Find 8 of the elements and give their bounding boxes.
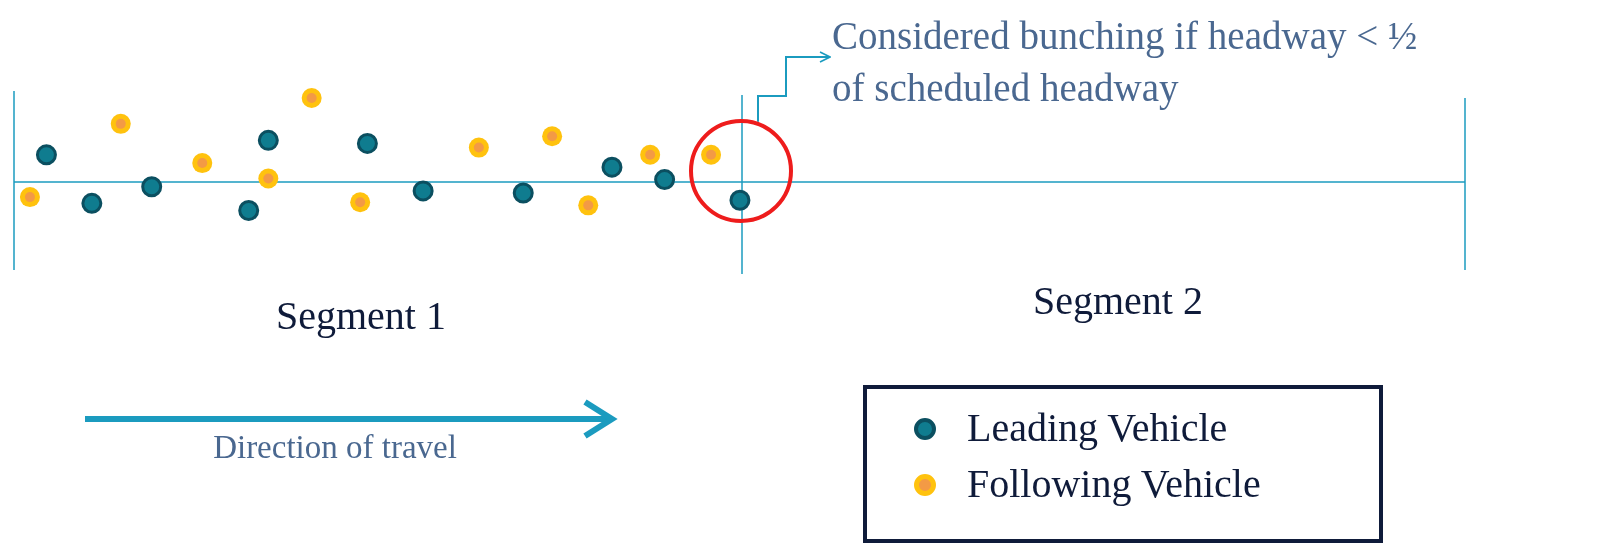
direction-label: Direction of travel: [212, 428, 458, 467]
callout-text: Considered bunching if headway < ½ of scheduled headway: [832, 10, 1432, 120]
segment-label: Segment 1: [275, 292, 447, 340]
legend-label: Following Vehicle: [967, 460, 1261, 508]
circle-highlight: [689, 119, 793, 223]
legend-label: Leading Vehicle: [967, 404, 1228, 452]
callout-arrow: [757, 51, 831, 123]
segment-label: Segment 2: [1032, 277, 1204, 325]
